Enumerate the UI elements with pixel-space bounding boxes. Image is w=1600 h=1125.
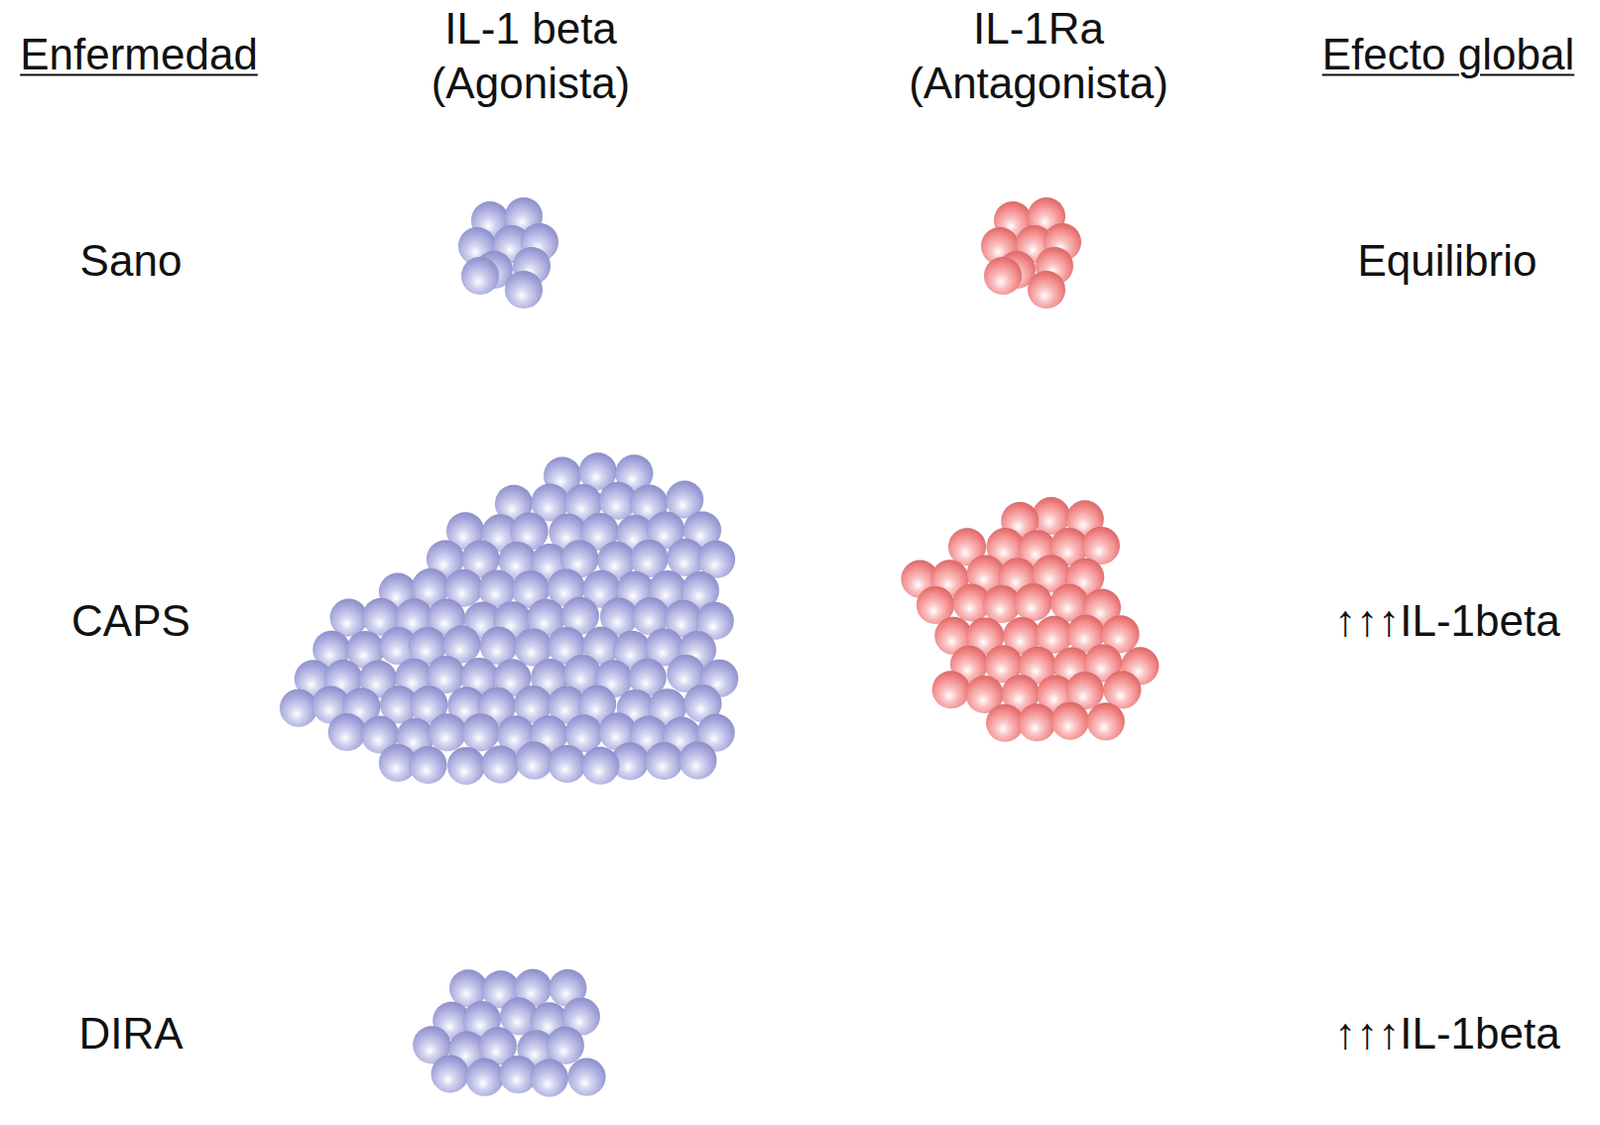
molecule-sphere [408, 745, 447, 784]
molecule-sphere [466, 1058, 504, 1097]
column-header: Efecto global [1322, 26, 1575, 82]
molecule-sphere [932, 670, 971, 709]
molecule-sphere [504, 270, 543, 309]
molecule-sphere [548, 744, 587, 783]
column-header: IL-1 beta (Agonista) [386, 0, 675, 111]
molecule-sphere [1051, 702, 1090, 740]
molecule-sphere [279, 689, 318, 728]
molecule-sphere [568, 1058, 607, 1097]
molecule-sphere [462, 713, 500, 751]
molecule-sphere [581, 746, 619, 785]
molecule-sphere [330, 599, 369, 637]
molecule-sphere [1027, 270, 1066, 309]
molecule-sphere [428, 713, 467, 751]
molecule-sphere [1014, 583, 1053, 621]
molecule-sphere [328, 713, 367, 751]
molecule-sphere [644, 741, 683, 780]
molecule-sphere [461, 256, 499, 295]
effect-label: ↑↑↑IL-1beta [1334, 1005, 1560, 1061]
effect-label: ↑↑↑IL-1beta [1334, 593, 1560, 648]
molecule-sphere [481, 745, 519, 784]
row-label: DIRA [78, 1005, 183, 1061]
molecule-sphere [431, 1054, 470, 1093]
molecule-sphere [530, 1059, 569, 1098]
row-label: Sano [80, 233, 183, 288]
row-label: CAPS [71, 593, 191, 648]
molecule-sphere [679, 740, 718, 779]
molecule-sphere [984, 256, 1022, 295]
column-header: Enfermedad [19, 26, 258, 82]
column-header: IL-1Ra (Antagonista) [879, 0, 1198, 111]
effect-label: Equilibrio [1357, 233, 1538, 288]
molecule-sphere [546, 1026, 585, 1065]
molecule-sphere [515, 741, 554, 780]
molecule-sphere [447, 746, 486, 785]
molecule-sphere [1087, 702, 1125, 740]
molecule-sphere [1017, 703, 1056, 741]
